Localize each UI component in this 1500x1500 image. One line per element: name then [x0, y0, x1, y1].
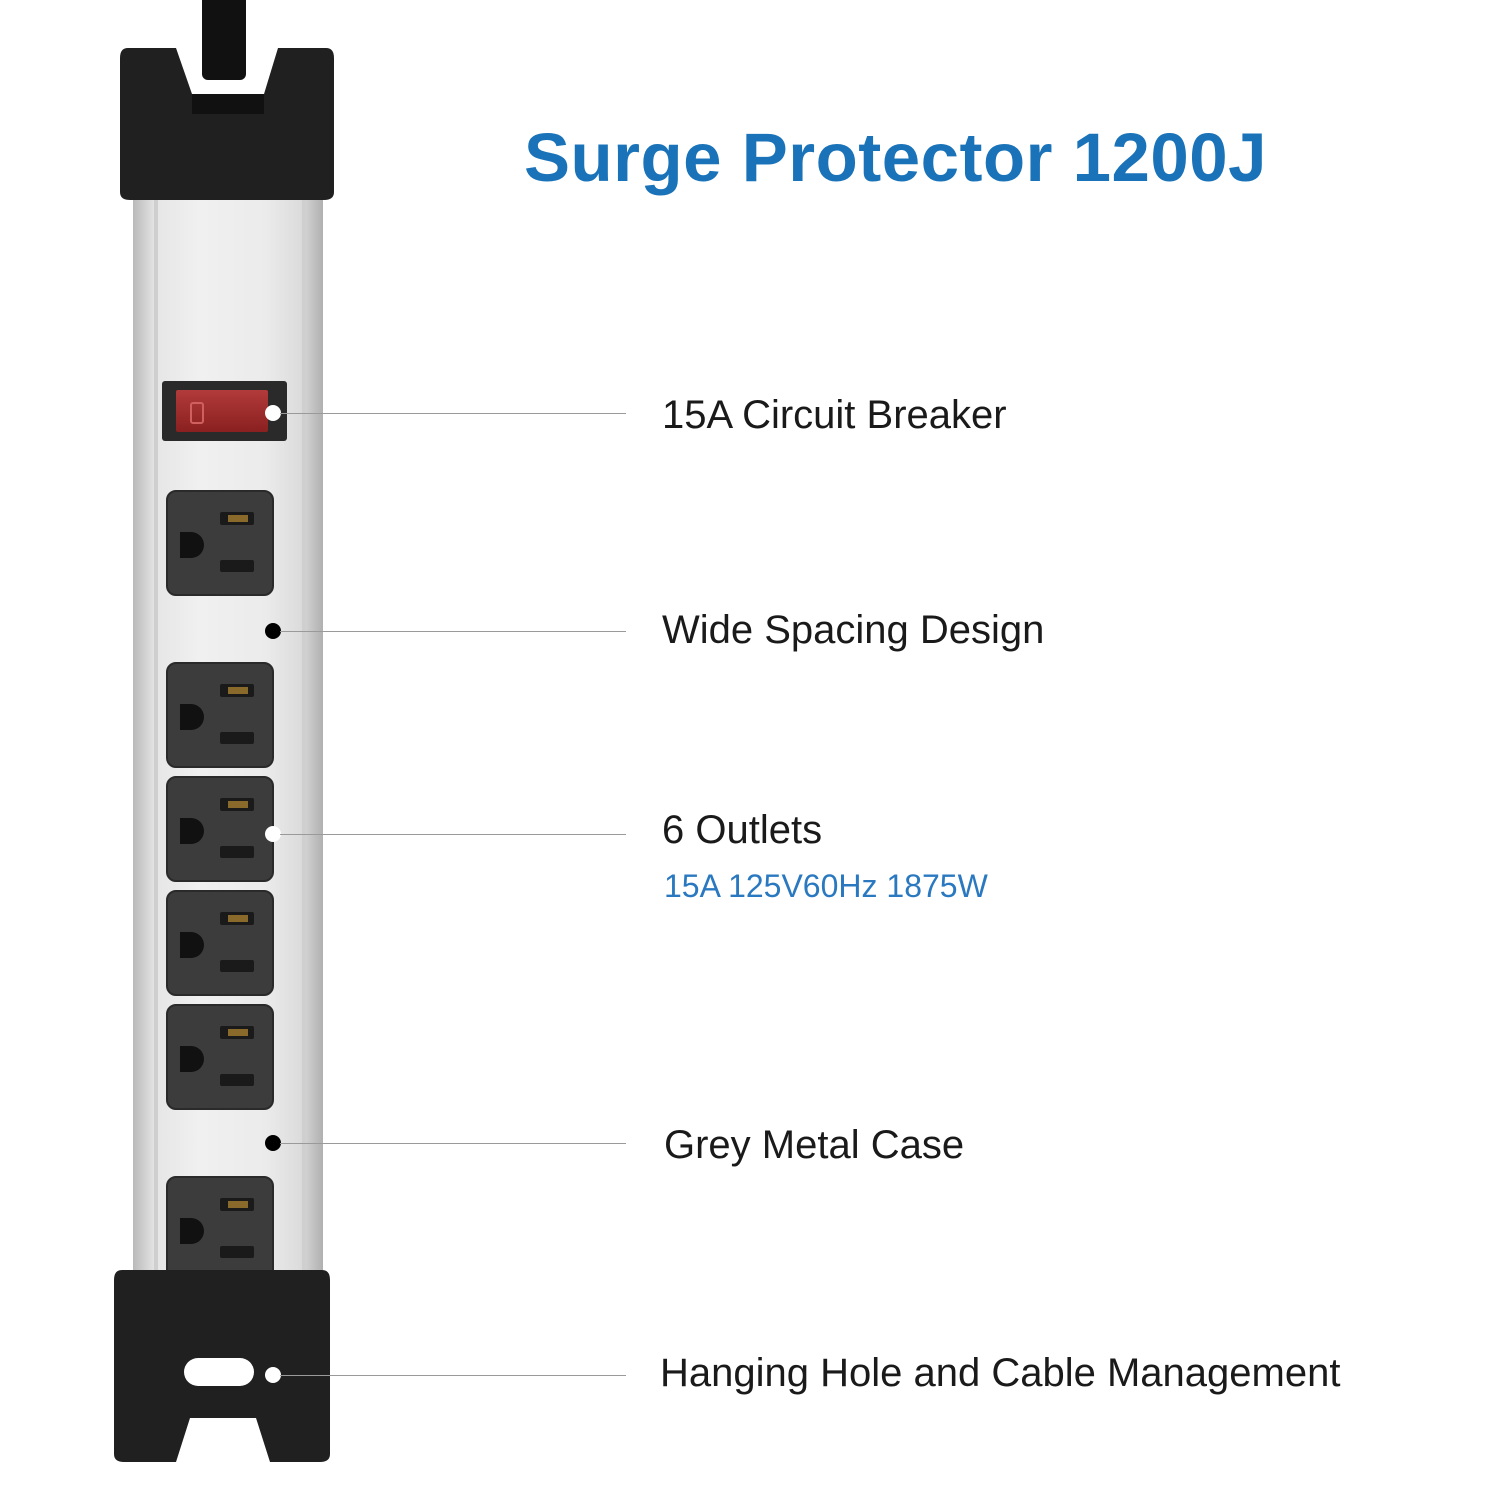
callout-dot — [265, 1367, 281, 1383]
outlet — [166, 490, 274, 596]
outlet — [166, 1004, 274, 1110]
callout-dot — [265, 1135, 281, 1151]
feature-outlets: 6 Outlets — [662, 808, 823, 852]
callout-line — [280, 413, 626, 414]
feature-metal-case: Grey Metal Case — [664, 1123, 965, 1167]
callout-dot — [265, 623, 281, 639]
switch-indicator — [190, 402, 204, 424]
outlet — [166, 1176, 274, 1282]
outlet — [166, 776, 274, 882]
feature-hanging-hole: Hanging Hole and Cable Management — [660, 1351, 1341, 1395]
outlet — [166, 890, 274, 996]
callout-dot — [265, 405, 281, 421]
callout-line — [280, 834, 626, 835]
power-cord — [202, 0, 246, 80]
bottom-end-cap — [114, 1270, 330, 1462]
page-title: Surge Protector 1200J — [524, 119, 1267, 196]
feature-circuit-breaker: 15A Circuit Breaker — [662, 393, 1007, 437]
callout-dot — [265, 826, 281, 842]
feature-wide-spacing: Wide Spacing Design — [662, 608, 1045, 652]
hanging-hole — [184, 1358, 254, 1386]
case-groove-right — [302, 188, 306, 1288]
top-end-cap — [120, 48, 334, 200]
callout-line — [280, 631, 626, 632]
outlet — [166, 662, 274, 768]
callout-line — [280, 1375, 626, 1376]
callout-line — [280, 1143, 626, 1144]
case-groove-left — [154, 188, 158, 1288]
feature-outlets-rating: 15A 125V60Hz 1875W — [664, 868, 988, 904]
